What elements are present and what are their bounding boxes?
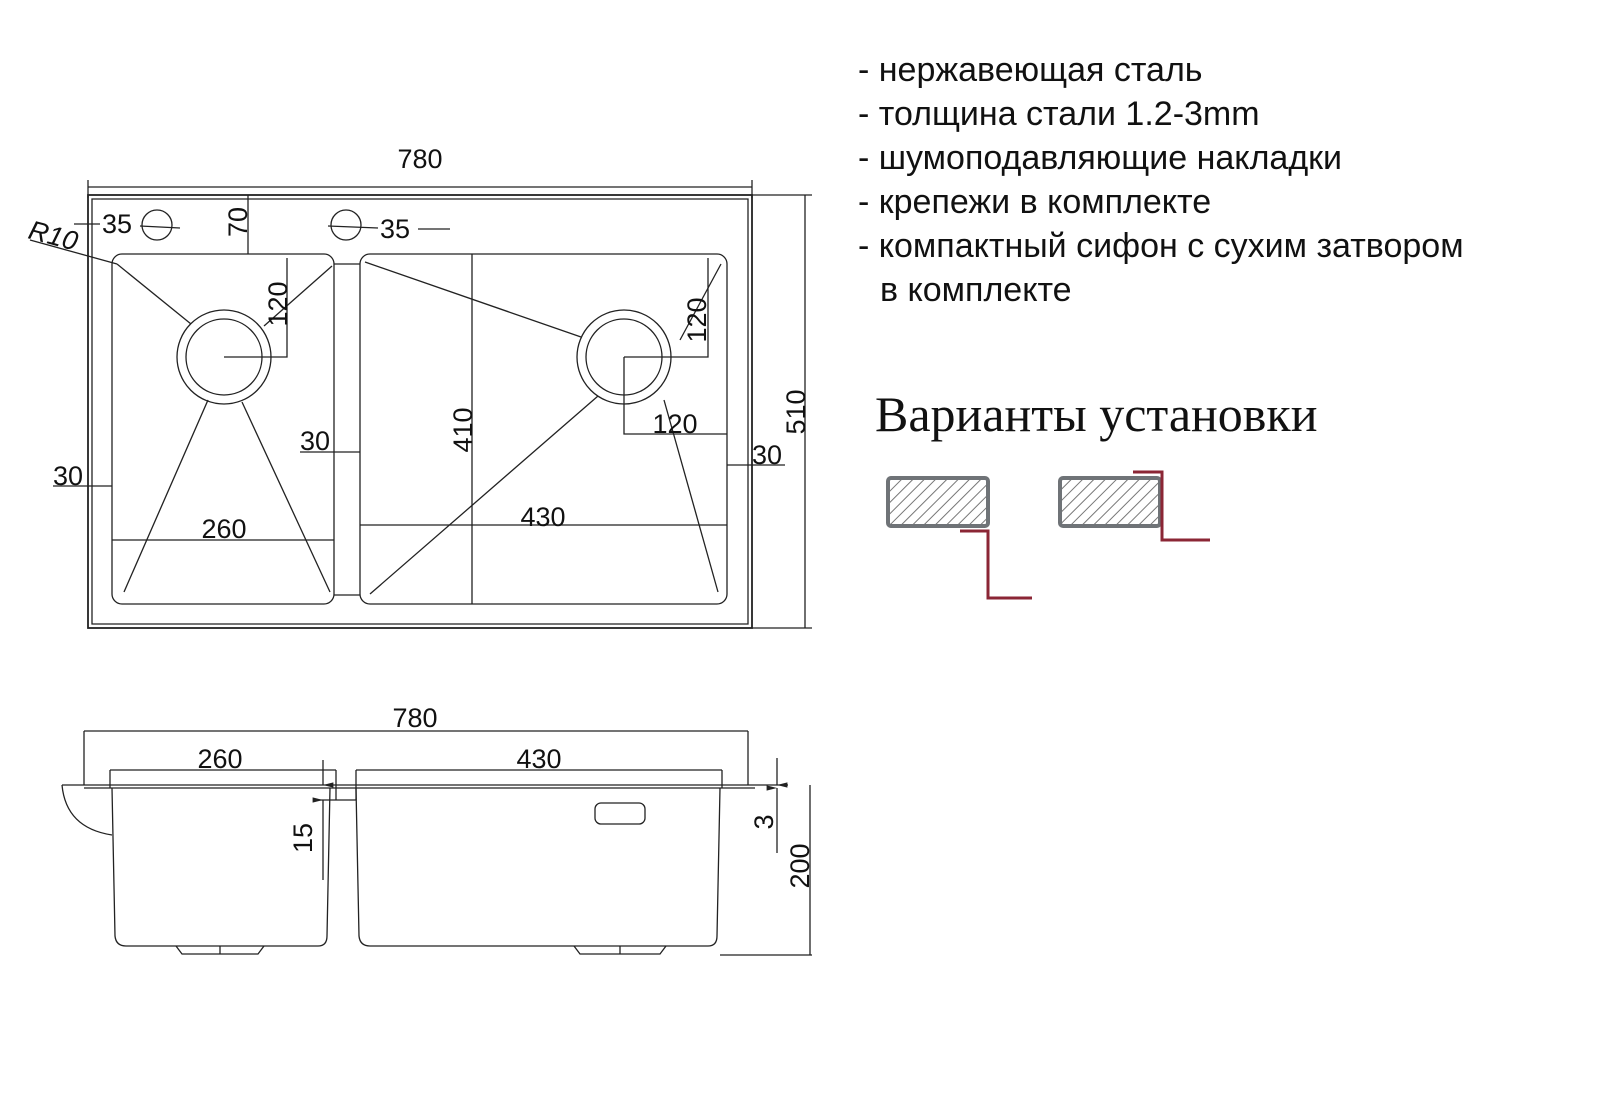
deck-thickness-label: 3 <box>749 814 779 829</box>
width-label: 780 <box>397 144 442 174</box>
side-left-bowl <box>111 787 331 947</box>
overflow-slot <box>594 802 646 825</box>
feature-item: - компактный сифон с сухим затвором <box>858 227 1464 265</box>
side-width-label: 780 <box>392 703 437 733</box>
install-title: Варианты установки <box>875 386 1318 442</box>
right-drain-offset-h-label: 120 <box>652 409 697 439</box>
left-drain-offset-label: 120 <box>263 281 293 326</box>
install-variants <box>886 470 1210 600</box>
undermount-variant <box>886 476 1032 600</box>
margin-right-label: 30 <box>752 440 782 470</box>
flush-mount-variant <box>1058 470 1210 542</box>
bowl-depth-label: 410 <box>448 407 478 452</box>
side-view: 780 260 430 15 3 200 <box>61 703 815 956</box>
right-hole-label: 35 <box>380 214 410 244</box>
feature-list: - нержавеющая сталь - толщина стали 1.2-… <box>858 48 1464 312</box>
feature-item: в комплекте <box>880 271 1072 309</box>
left-bowl-width-label: 260 <box>201 514 246 544</box>
margin-middle-label: 30 <box>300 426 330 456</box>
margin-left-label: 30 <box>53 461 83 491</box>
radius-label: R10 <box>25 215 81 257</box>
right-bowl <box>359 253 728 605</box>
side-left-bowl-label: 260 <box>197 744 242 774</box>
feature-item: - крепежи в комплекте <box>858 183 1212 221</box>
depth-label: 510 <box>781 389 811 434</box>
sink-outline <box>87 194 753 629</box>
step-label: 15 <box>288 823 318 853</box>
height-label: 200 <box>785 843 815 888</box>
side-right-bowl-label: 430 <box>516 744 561 774</box>
feature-item: - толщина стали 1.2-3mm <box>858 95 1260 133</box>
right-drain-offset-v-label: 120 <box>682 297 712 342</box>
feature-item: - шумоподавляющие накладки <box>858 139 1343 177</box>
right-faucet-hole <box>330 209 362 241</box>
right-bowl-width-label: 430 <box>520 502 565 532</box>
left-bowl <box>111 253 335 605</box>
feature-item: - нержавеющая сталь <box>858 51 1203 89</box>
deck-label: 70 <box>223 207 253 237</box>
left-faucet-hole <box>141 209 173 241</box>
left-hole-label: 35 <box>102 209 132 239</box>
top-view: 780 510 410 430 260 120 120 <box>25 144 812 629</box>
side-right-bowl <box>355 787 721 947</box>
